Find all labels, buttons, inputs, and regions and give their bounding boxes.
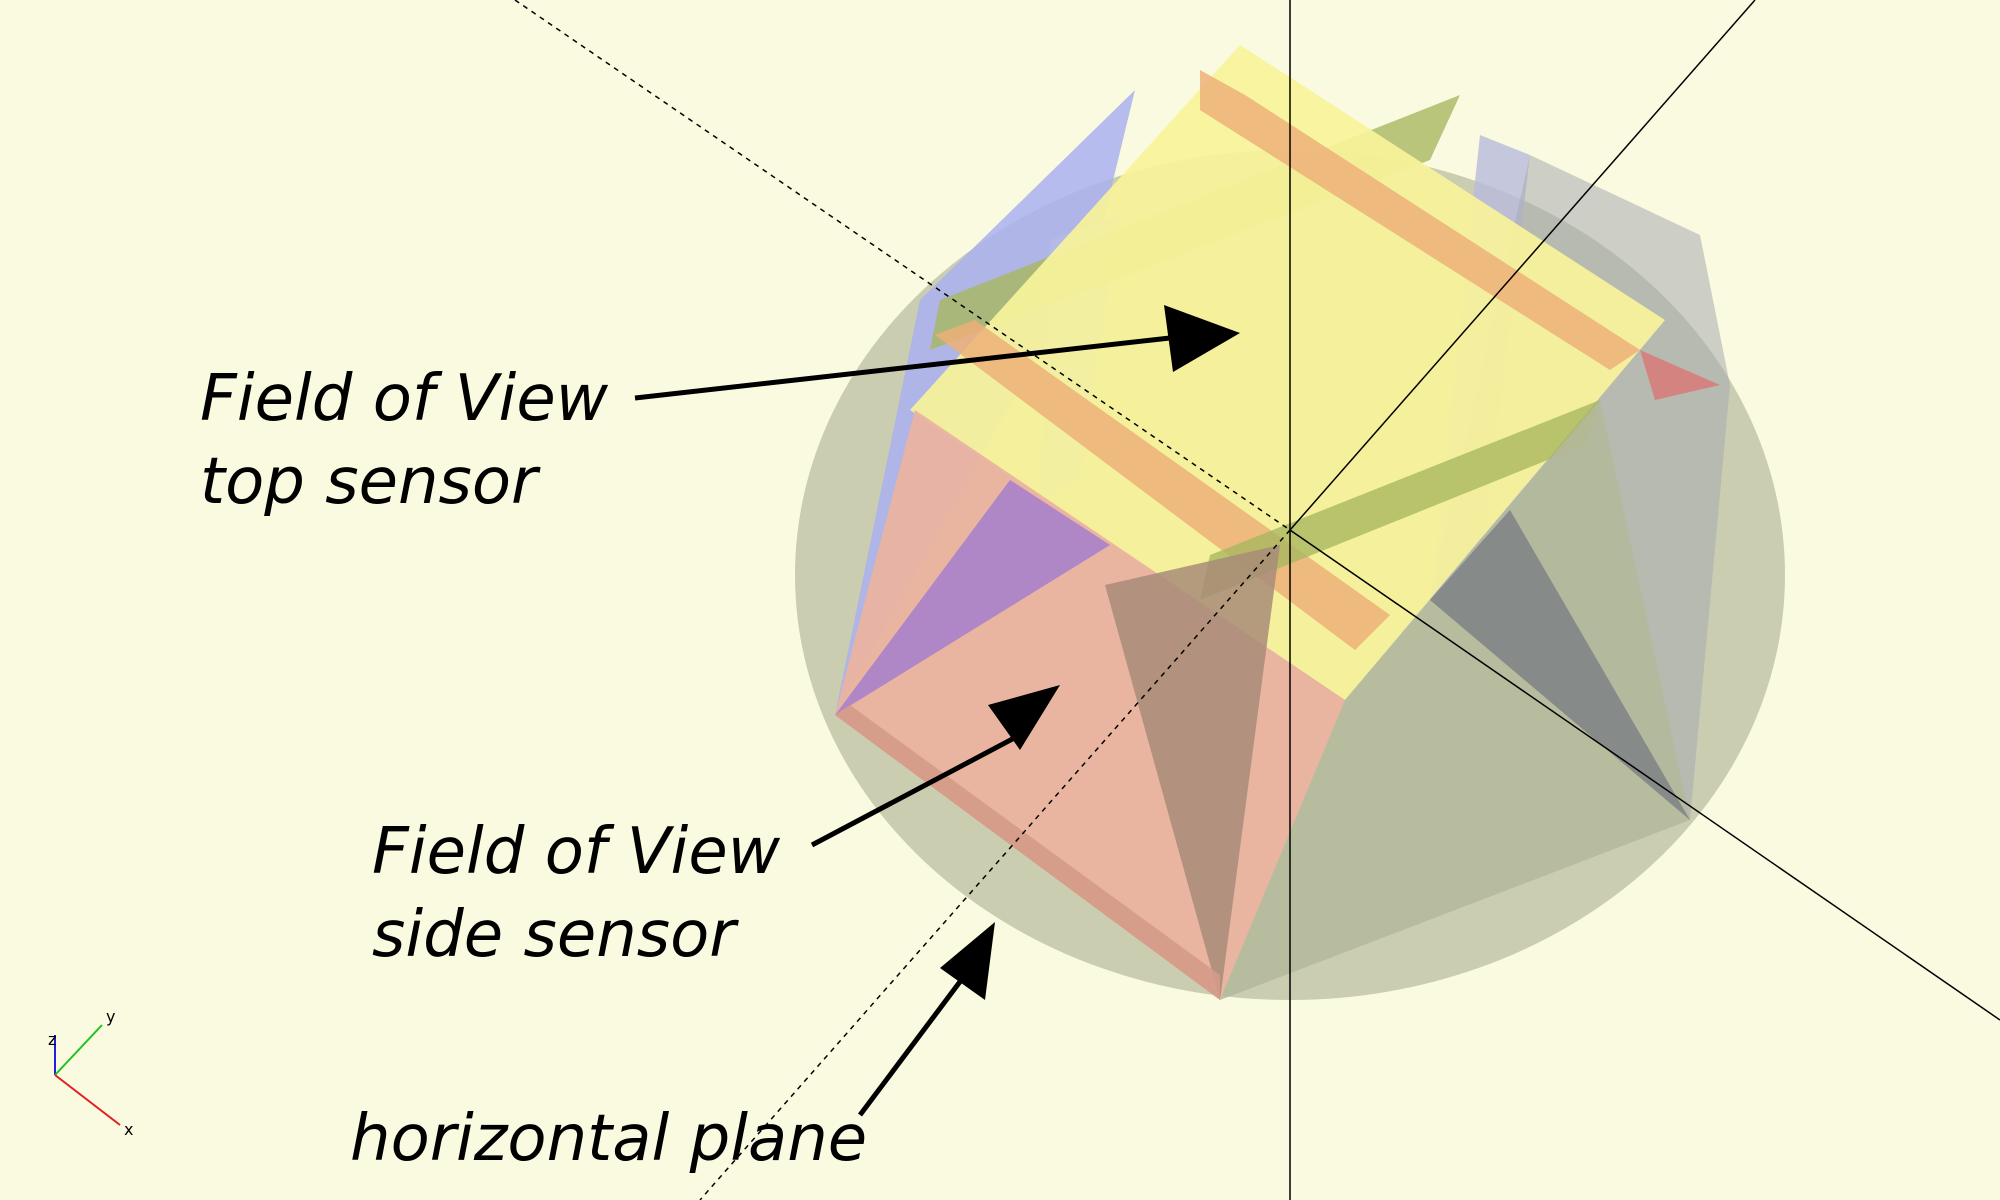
axis-indicator-y-line — [54, 1024, 103, 1076]
orange-strip-top — [1200, 70, 1640, 370]
arrow-side-sensor-head — [988, 685, 1060, 750]
arrow-side-sensor-line — [810, 732, 1022, 848]
label-top-sensor-line1: Field of View — [200, 362, 609, 436]
y-axis-dashed-neg — [699, 529, 1291, 1200]
right-fov-face — [1220, 400, 1690, 1000]
top-sensor-fov — [910, 45, 1665, 700]
label-side-sensor-line2: side sensor — [372, 898, 739, 972]
side-fov-bottom-edge — [835, 705, 1220, 1000]
purple-fov-wedge — [835, 480, 1110, 715]
label-horizontal-plane: horizontal plane — [350, 1102, 867, 1176]
axis-indicator-x-line — [54, 1074, 121, 1126]
arrow-horizontal-plane-head — [940, 922, 995, 1000]
axis-orientation-indicator: z y x — [48, 1007, 133, 1139]
axis-indicator-y-label: y — [106, 1007, 115, 1026]
arrow-top-sensor-head — [1164, 305, 1240, 372]
y-axis-dashed — [514, 0, 1291, 531]
arrow-horizontal-plane-line — [858, 973, 967, 1117]
label-top-sensor-line2: top sensor — [200, 445, 541, 519]
arrow-top-sensor-line — [634, 335, 1171, 401]
x-axis-line — [1289, 0, 1756, 531]
red-fov-corner — [1640, 350, 1720, 400]
axis-indicator-x-label: x — [124, 1120, 133, 1139]
label-side-sensor-line1: Field of View — [372, 815, 781, 889]
x-axis-line-neg — [1289, 529, 2000, 1021]
green-strip-middle — [1200, 400, 1600, 600]
grey-fov-wedge — [1430, 510, 1690, 820]
axis-indicator-z-label: z — [48, 1030, 56, 1049]
side-fov-dark-wedge — [1105, 545, 1280, 1000]
